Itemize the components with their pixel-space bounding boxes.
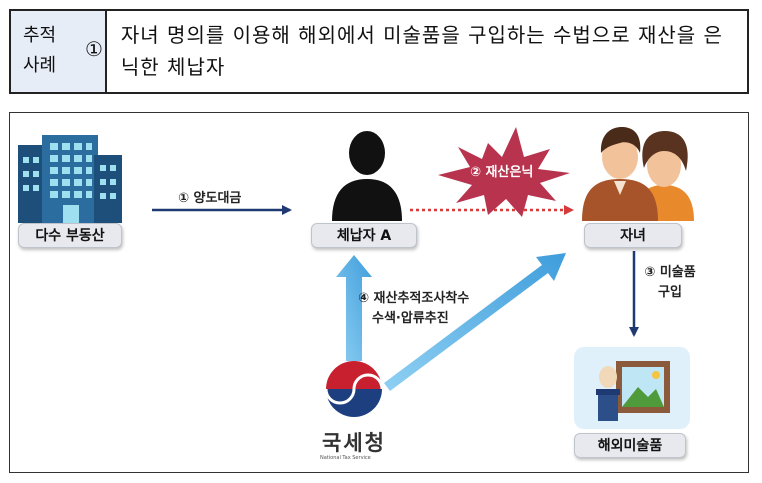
artwork-label: 해외미술품 xyxy=(574,433,686,458)
couple-icon xyxy=(582,127,694,221)
diagram-graphics xyxy=(18,127,694,429)
artwork-icon xyxy=(574,347,690,429)
person-silhouette-icon xyxy=(332,131,402,221)
nts-logo-icon xyxy=(324,361,384,417)
purchase-step-line2: 구입 xyxy=(658,285,682,300)
investigation-step-line1: ④ 재산추적조사착수 xyxy=(358,291,470,306)
purchase-step-line1: ③ 미술품 xyxy=(644,265,696,280)
building-icon xyxy=(18,135,122,223)
case-description: 자녀 명의를 이용해 해외에서 미술품을 구입하는 수법으로 재산을 은닉한 체… xyxy=(120,23,723,79)
purchase-step-text: ③ 미술품 구입 xyxy=(638,263,702,303)
transfer-step-text: ① 양도대금 xyxy=(178,191,242,206)
children-label: 자녀 xyxy=(584,223,682,248)
real-estate-label: 다수 부동산 xyxy=(18,223,122,248)
case-tag: 추적 사례 xyxy=(23,25,57,76)
nts-english-name: National Tax Service xyxy=(320,455,371,461)
case-number: ① xyxy=(85,37,103,61)
investigation-step-line2: 수색·압류추진 xyxy=(372,311,449,326)
flow-diagram: 다수 부동산 체납자 A 자녀 해외미술품 ① 양도대금 ② 재산은닉 ③ 미술… xyxy=(9,112,749,473)
investigation-step-text: ④ 재산추적조사착수 수색·압류추진 xyxy=(358,289,504,329)
case-tag-cell: 추적 사례 ① xyxy=(11,11,107,92)
starburst-shape xyxy=(438,127,570,217)
nts-name: 국세청 xyxy=(322,431,386,455)
delinquent-label: 체납자 A xyxy=(311,223,417,248)
concealment-step-text: ② 재산은닉 xyxy=(470,165,534,180)
case-header: 추적 사례 ① 자녀 명의를 이용해 해외에서 미술품을 구입하는 수법으로 재… xyxy=(9,9,749,94)
investigation-arrows xyxy=(336,253,566,391)
